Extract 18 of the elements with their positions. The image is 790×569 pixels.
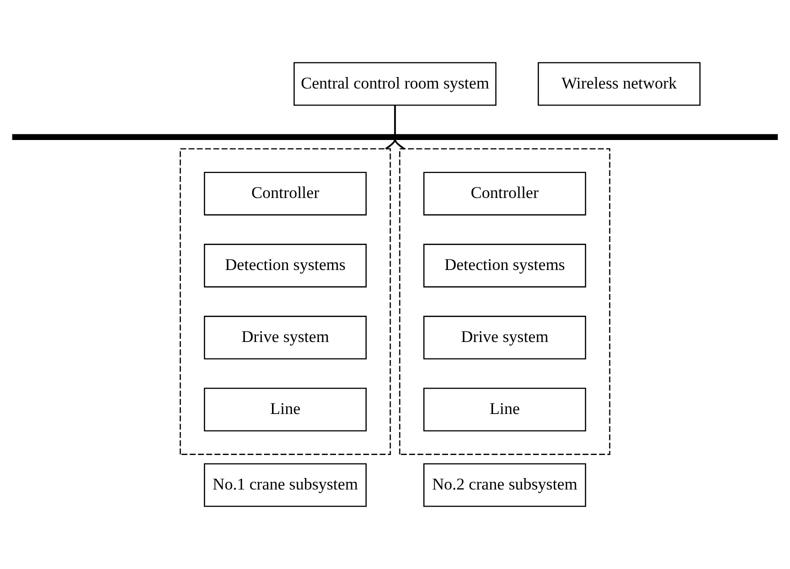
node-box: Line <box>204 388 367 432</box>
node-box: No.2 crane subsystem <box>423 463 586 507</box>
node-box: Drive system <box>423 316 586 360</box>
node-box: Controller <box>423 172 586 216</box>
connector <box>394 105 396 135</box>
node-bar <box>12 134 778 140</box>
node-box: Drive system <box>204 316 367 360</box>
node-box: Controller <box>204 172 367 216</box>
node-box: Detection systems <box>423 244 586 288</box>
node-box: Detection systems <box>204 244 367 288</box>
node-box: Central control room system <box>294 62 496 106</box>
node-box: Line <box>423 388 586 432</box>
cluster <box>399 148 610 455</box>
node-box: Wireless network <box>538 62 701 106</box>
node-box: No.1 crane subsystem <box>204 463 367 507</box>
connector <box>394 139 405 150</box>
cluster <box>180 148 391 455</box>
connector <box>385 139 396 150</box>
